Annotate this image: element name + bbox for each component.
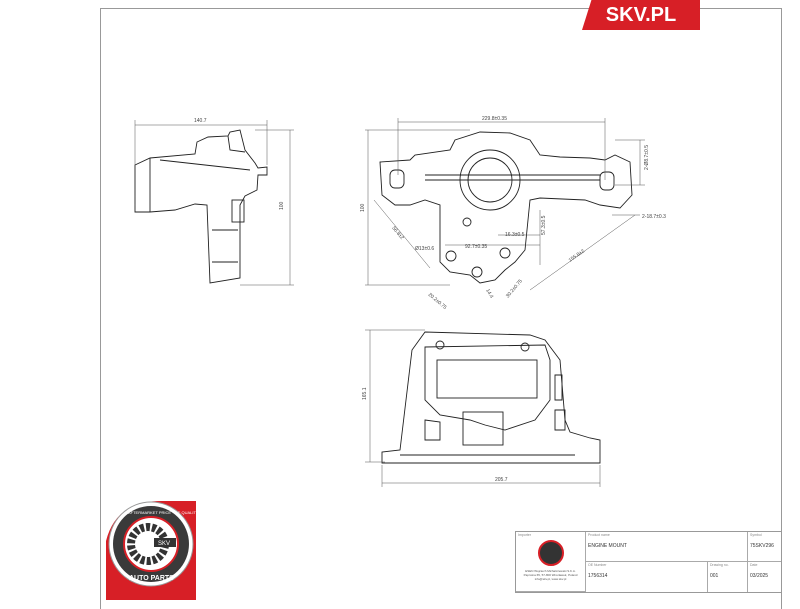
side-height-dim: 100 [279,201,285,210]
dim-offset: 16.3±0.5 [505,232,525,238]
oe-number: 1756314 [588,573,608,579]
seal-center-text: SKV [158,541,170,547]
title-block: Importer ESEN Wojciech Michalczewski S.K… [515,531,782,593]
skv-seal-logo: SKV AFTERMARKET PRICE · OE QUALITY AUTO … [106,501,199,600]
product-name: ENGINE MOUNT [588,543,627,549]
side-view: 140.7 100 [134,118,294,286]
date: 03/2025 [750,573,769,579]
front-height-dim: 165.1 [362,387,368,400]
side-width-dim: 140.7 [194,118,207,124]
date-label: Date [750,563,758,567]
dim-slot-width: 2-18.7±0.3 [642,214,666,220]
drawing-no-label: Drawing no. [710,563,729,567]
date-cell: Date 03/2025 [748,562,781,592]
seal-bottom-text: AUTO PARTS [129,575,174,582]
product-name-label: Product name [588,533,610,537]
symbol: 75SKV296 [750,543,774,549]
product-name-cell: Product name ENGINE MOUNT [586,532,748,562]
dim-vertical: 57.3±0.5 [541,215,547,235]
dim-bottom-center: 14.4 [484,288,494,300]
symbol-cell: Symbol 75SKV296 [748,532,781,562]
importer-cell: Importer ESEN Wojciech Michalczewski S.K… [516,532,586,592]
drawing-frame [100,8,782,609]
importer-line-2: Paprotna 65, 57-800 Wrocławek, Poland [523,573,578,577]
dim-hole-dia: 2-Ø8.7±0.5 [644,145,650,170]
oe-number-cell: OE Number 1756314 [586,562,708,592]
drawing-no: 001 [710,573,719,579]
dim-bottom-left: 20.2±0.75 [427,292,448,311]
brand-banner[interactable]: SKV.PL [582,0,700,30]
front-width-dim: 205.7 [495,477,508,483]
importer-logo [537,540,564,566]
dim-bottom-right: 30.2±0.75 [505,278,524,299]
oe-number-label: OE Number [588,563,607,567]
drawing-no-cell: Drawing no. 001 [708,562,748,592]
dim-bolt-spacing: 92.7±0.35 [465,244,487,250]
symbol-label: Symbol [750,533,762,537]
seal-top-text: AFTERMARKET PRICE · OE QUALITY [128,510,199,515]
importer-line-3: info@skv.pl, www.skv.pl [534,577,567,581]
importer-label: Importer [518,533,532,537]
top-view: 229.8±0.35 2-Ø8.7±0.5 2-18.7±0.3 100 56.… [360,116,666,311]
front-view: 165.1 205.7 [362,329,601,487]
dim-bolt-hole: Ø13±0.6 [415,246,434,252]
dim-overall-width: 229.8±0.35 [482,116,507,122]
dim-diagonal-left: 56.8±2 [390,225,405,241]
dim-diagonal-right: 155.8±2 [568,248,586,263]
importer-line-1: ESEN Wojciech Michalczewski S.K.A. [525,569,576,573]
dim-height: 100 [360,203,366,212]
